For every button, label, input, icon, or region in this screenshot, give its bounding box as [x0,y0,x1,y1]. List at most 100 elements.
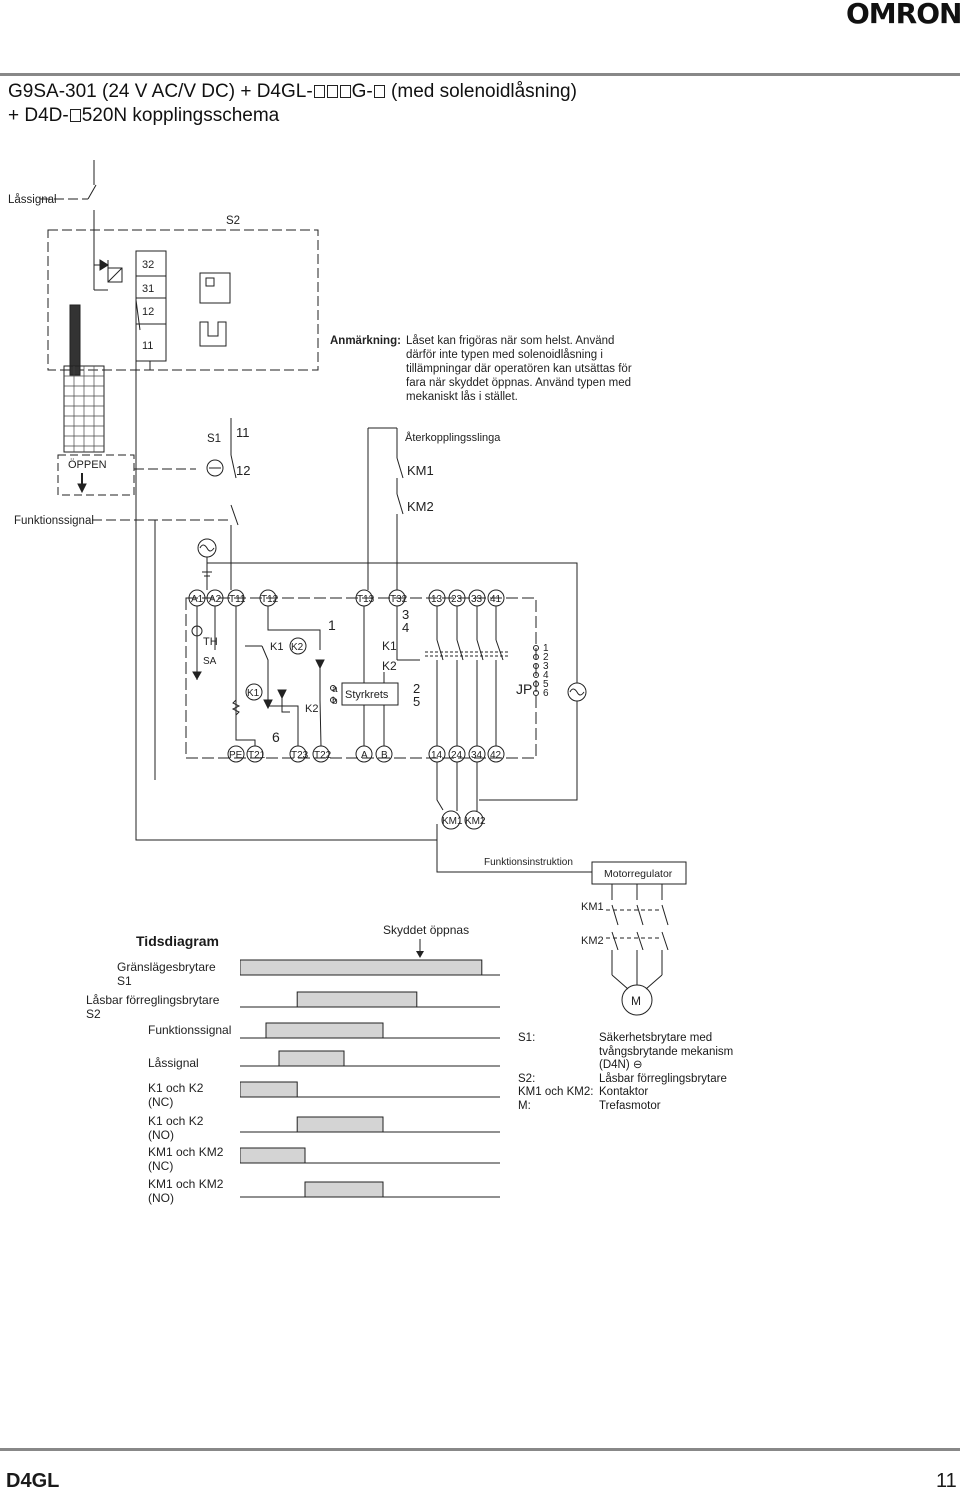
k1-relay-label: K1 [382,639,397,653]
timing-row-label: KM1 och KM2 (NC) [148,1145,224,1173]
km1-coil-icon [441,810,461,830]
timing-event-label: Skyddet öppnas [383,923,470,937]
k1-contact-label: K1 [270,641,283,653]
km2-coil-label: KM2 [465,816,486,827]
timing-row-signal [240,1081,500,1098]
terminal-t23: T23 [291,750,309,761]
note-text: Låset kan frigöras när som helst. Använd… [406,335,632,403]
node-4: 4 [402,620,409,635]
timing-pulse [240,959,483,976]
timing-row-label: K1 och K2 (NO) [148,1114,204,1142]
g9sa-module-box [185,597,537,759]
diode-icon [277,689,287,700]
terminal-12: 12 [142,306,154,318]
note-label: Anmärkning: [330,335,401,347]
styrkrets-label: Styrkrets [345,689,389,701]
placeholder-box-icon [313,85,325,98]
placeholder-box-icon [373,85,385,98]
terminal-b: B [381,750,388,761]
legend-value: (D4N) ⊖ [599,1059,643,1071]
node-6: 6 [272,729,280,745]
terminal-t11: T11 [229,594,246,605]
jp-5: 5 [543,679,549,690]
terminal-32: 32 [142,259,154,271]
timing-row-signal [240,1116,500,1133]
s1-switch-lower [230,504,239,526]
terminal-a: A [361,750,368,761]
timing-row-signal [240,1147,500,1164]
k1-coil-icon [245,683,263,701]
page-title: G9SA-301 (24 V AC/V DC) + D4GL-G- (med s… [8,80,577,128]
jp-6: 6 [543,688,549,699]
legend-row: (D4N) ⊖ [518,1059,778,1073]
timing-pulse [278,1050,345,1067]
s1-actuator-icon [206,459,224,477]
lassignal-label: Låssignal [8,194,57,206]
legend-row: KM1 och KM2:Kontaktor [518,1086,778,1100]
motor-km1-label: KM1 [581,901,604,913]
legend-value: Säkerhetsbrytare med [599,1032,713,1044]
styrkrets-box [341,682,399,706]
terminal-42: 42 [490,750,502,761]
legend-key: S2: [518,1072,536,1085]
legend-row: S1:Säkerhetsbrytare med [518,1032,778,1046]
omron-logo: OMRON [846,0,960,30]
diode-icon [99,259,109,271]
wire [235,606,256,746]
wire [436,840,592,873]
terminal-14: 14 [431,750,443,761]
wire [479,562,578,801]
terminal-labels-bottom: PE T21 T23 T22 A B 14 24 34 42 [229,750,502,761]
safety-output-contacts [425,606,510,746]
oppen-box [57,454,135,496]
aterkoppling-label: Återkopplingsslinga [405,431,501,444]
motorregulator-label: Motorregulator [604,868,673,880]
timing-row-label: Låsbar förreglingsbrytare S2 [86,993,220,1021]
legend-row: M:Trefasmotor [518,1100,778,1114]
km2-coil-icon [464,810,484,830]
timing-row-signal [240,991,500,1008]
k2-contact-label: K2 [305,703,318,715]
timing-pulse [265,1022,384,1039]
node-1: 1 [328,617,336,633]
legend-value: tvångsbrytande mekanism [599,1045,734,1058]
wiring-diagram: Låssignal S2 32 31 12 11 ÖPPEN S1 11 12 [8,160,687,950]
k2-coil-label: K2 [291,642,304,653]
wire [267,606,321,650]
lassignal-switch [87,184,97,200]
resistor-icon [231,699,241,716]
timing-pulse [296,991,418,1008]
terminal-t32: T32 [390,594,408,605]
b-label: b [332,696,338,707]
timing-row-signal [240,1022,500,1039]
s1-terminal-12: 12 [236,463,250,478]
timing-row-label: Gränslägesbrytare S1 [117,960,216,988]
page-number: 11 [936,1470,957,1492]
km2-feedback-contact [396,493,404,515]
footer-rule [0,1448,960,1451]
s2-contact-block [135,250,167,362]
placeholder-box-icon [326,85,338,98]
timing-row-signal [240,1181,500,1198]
motor-icon [621,984,653,1016]
terminal-labels-top: A1 A2 T11 T12 T13 T32 13 23 33 41 [191,594,502,605]
solenoid-coil-icon [107,267,123,283]
node-5: 5 [413,694,420,709]
s2-label: S2 [226,215,240,227]
footer-product: D4GL [6,1470,60,1492]
km1-coil-label: KM1 [442,816,463,827]
terminal-33: 33 [471,594,483,605]
lock-mechanism-icon [199,272,231,304]
legend-key: KM1 och KM2: [518,1086,594,1098]
node-3: 3 [402,607,409,622]
km2-feedback-label: KM2 [407,499,434,514]
terminal-11: 11 [142,340,153,352]
s1-switch [230,454,237,479]
diode-icon [263,699,273,710]
terminal-24: 24 [451,750,463,761]
timing-pulse [240,1081,298,1098]
jumper-numbers: 1 2 3 4 5 6 [543,643,549,699]
motor-diagram: M [611,950,663,1016]
wire [281,668,322,747]
